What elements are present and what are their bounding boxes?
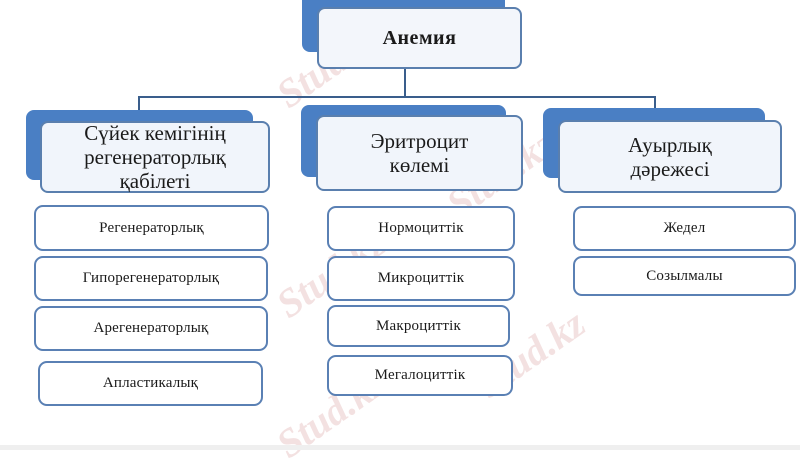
category-header-line: қабілеті [119,169,191,193]
category-header-line: регенераторлық [84,145,226,169]
connector-drop-right [654,96,656,108]
list-item-label: Арегенераторлық [93,320,209,336]
list-item-label: Микроциттік [377,270,465,286]
category-header-line: көлемі [389,153,450,177]
list-item: Макроциттік [327,305,510,347]
category-header-line: Эритроцит [370,129,469,153]
list-item-label: Макроциттік [375,317,462,334]
connector-vertical-root [404,68,406,98]
list-item: Регенераторлық [34,205,269,251]
list-item: Нормоциттік [327,206,515,251]
list-item-label: Регенераторлық [99,219,204,236]
list-item-label: Жедел [663,220,706,236]
category-header-line: Ауырлық [628,132,712,157]
category-header: Ауырлық дәрежесі [558,120,782,193]
list-item: Созылмалы [573,256,796,296]
list-item: Микроциттік [327,256,515,301]
list-item: Арегенераторлық [34,306,268,351]
list-item: Гипорегенераторлық [34,256,268,301]
connector-drop-left [138,96,140,110]
category-header: Сүйек кемігінің регенераторлық қабілеті [40,121,270,193]
connector-horizontal [138,96,656,98]
root-node-label: Анемия [382,26,457,49]
list-item: Жедел [573,206,796,251]
list-item-label: Апластикалық [102,375,199,391]
list-item: Апластикалық [38,361,263,406]
category-header-line: дәрежесі [630,156,710,181]
root-node-box: Анемия [317,7,522,69]
bottom-strip [0,445,800,450]
list-item: Мегалоциттік [327,355,513,396]
list-item-label: Созылмалы [646,267,723,284]
list-item-label: Мегалоциттік [374,367,466,383]
list-item-label: Нормоциттік [378,220,464,236]
list-item-label: Гипорегенераторлық [82,270,220,286]
category-header-line: Сүйек кемігінің [84,121,226,145]
category-header: Эритроцит көлемі [316,115,523,191]
